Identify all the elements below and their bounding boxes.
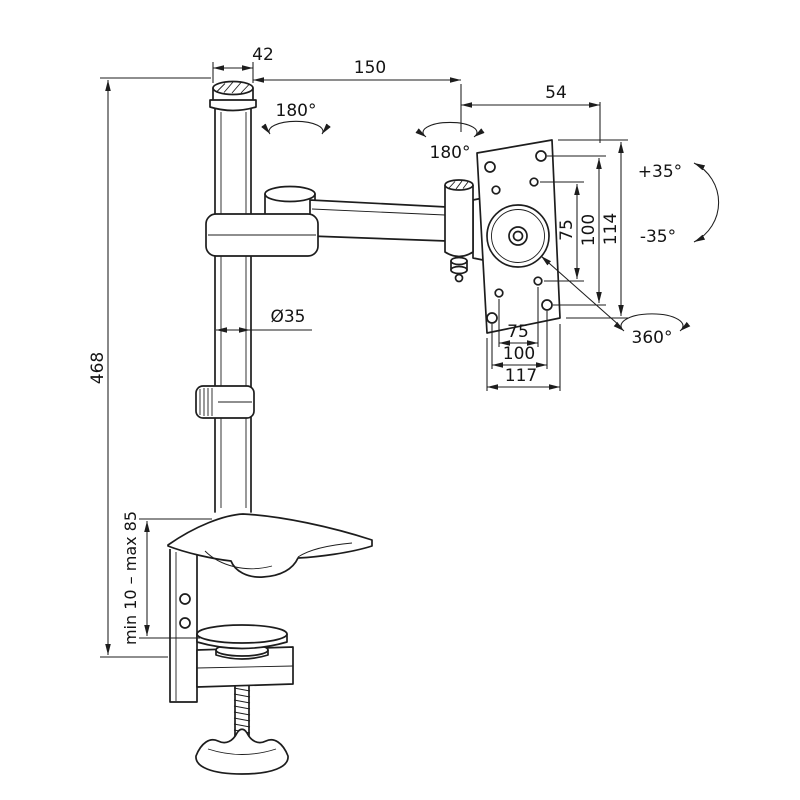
pole-diameter-label: Ø35 — [270, 307, 305, 327]
tilt-up-label: +35° — [638, 162, 682, 182]
pole-column — [209, 80, 257, 513]
head-rotation-indicator: 360° — [540, 255, 691, 348]
dimension-vesa-vertical: 75 100 114 — [540, 139, 628, 319]
vesa-h100-label: 100 — [503, 344, 535, 364]
clamp-knob — [195, 728, 289, 775]
bracket-hole-lower — [179, 617, 191, 629]
joint-screw — [454, 273, 464, 283]
column-height-label: 468 — [88, 352, 108, 384]
clamp-assembly — [169, 549, 294, 775]
vesa-h75-label: 75 — [507, 322, 529, 342]
vesa-plate — [476, 139, 561, 334]
cap-width-label: 42 — [252, 45, 274, 65]
arm-link — [309, 199, 448, 242]
vesa-corner-holes — [484, 150, 553, 324]
joint-cap-hatching — [448, 180, 469, 190]
tilt-range-indicator: +35° -35° — [638, 162, 720, 247]
pole-cap-hatching — [216, 81, 250, 94]
height-adjust-collar — [195, 385, 255, 419]
dimension-cap-width: 42 — [212, 45, 274, 83]
vesa-plate-outline — [476, 139, 561, 334]
arm-pivot-boss — [264, 185, 316, 203]
vesa-inner-holes — [491, 177, 543, 298]
joint-cylinder — [444, 185, 474, 258]
collar-knurling — [199, 388, 213, 416]
clamp-range-label: min 10 – max 85 — [121, 511, 140, 645]
center-boss — [486, 204, 550, 268]
pole-rotation-indicator: 180° — [261, 101, 331, 135]
clamp-bracket — [169, 549, 198, 703]
dimension-pole-diameter: Ø35 — [216, 307, 312, 333]
plate-width-label: 117 — [505, 366, 537, 386]
dimension-column-height: 468 — [88, 77, 211, 658]
head-offset-label: 54 — [545, 83, 567, 103]
dimension-arm-reach: 150 — [253, 58, 462, 132]
dimension-clamp-range: min 10 – max 85 — [121, 511, 212, 645]
arm-rotation-label: 180° — [430, 143, 471, 163]
dimension-head-offset: 54 — [461, 83, 601, 143]
pole-cap-top — [212, 80, 254, 96]
dimension-vesa-horizontal: 75 100 117 — [486, 287, 561, 391]
plate-height-label: 114 — [601, 213, 621, 245]
arm-rotation-indicator: 180° — [415, 121, 485, 163]
arm-reach-label: 150 — [354, 58, 386, 78]
vesa-v100-label: 100 — [579, 214, 599, 246]
tilt-down-label: -35° — [640, 227, 676, 247]
vesa-v75-label: 75 — [557, 219, 577, 241]
bracket-hole-upper — [179, 593, 191, 605]
pole-rotation-label: 180° — [276, 101, 317, 121]
head-rotation-label: 360° — [632, 328, 673, 348]
desk-base-foot — [167, 513, 373, 578]
pole-cap-lip — [209, 99, 257, 112]
